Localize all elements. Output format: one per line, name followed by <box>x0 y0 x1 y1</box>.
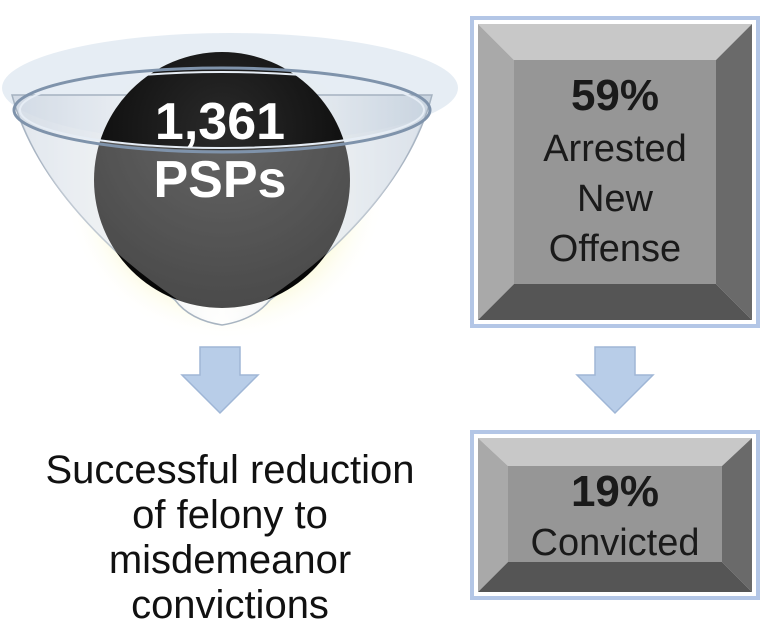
convicted-percent: 19% <box>570 467 660 516</box>
down-arrow-right-icon <box>575 346 655 415</box>
funnel-graphic <box>2 33 458 340</box>
caption: Successful reduction of felony to misdem… <box>10 448 450 628</box>
down-arrow-left-icon <box>180 346 260 415</box>
count-circle <box>94 52 350 308</box>
arrested-box: 59% Arrested New Offense <box>470 16 760 328</box>
funnel-front <box>24 125 420 322</box>
caption-line-1: Successful reduction <box>45 448 415 492</box>
funnel-count: 1,361 <box>154 93 286 151</box>
arrested-percent: 59% <box>570 71 660 120</box>
caption-line-2: of felony to <box>132 493 328 537</box>
funnel-unit: PSPs <box>153 151 287 209</box>
caption-line-4: convictions <box>131 583 329 627</box>
caption-line-3: misdemeanor <box>108 538 352 582</box>
arrested-label-line-3: Offense <box>548 228 682 270</box>
convicted-label: Convicted <box>530 522 700 564</box>
funnel-rim-front <box>12 66 432 154</box>
convicted-box: 19% Convicted <box>470 430 760 600</box>
arrested-label-line-2: New <box>576 178 654 220</box>
arrested-label-line-1: Arrested <box>543 128 687 170</box>
